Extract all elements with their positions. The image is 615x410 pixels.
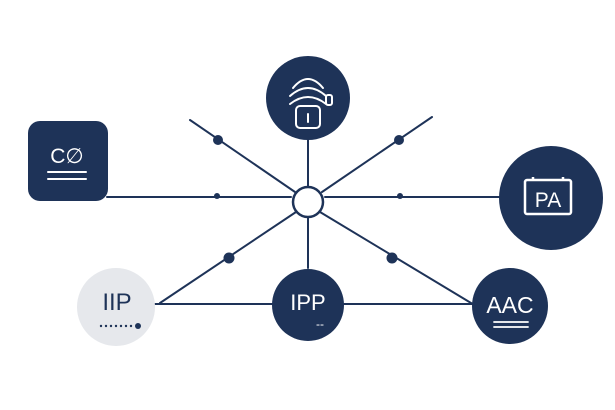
node-bottom-right[interactable]: AAC — [472, 268, 548, 344]
battery-frame-icon — [523, 177, 573, 216]
node-bottom-right-label: AAC — [486, 292, 533, 318]
line-diag-upper-left — [189, 119, 296, 193]
junction-dot — [213, 135, 223, 145]
line-diag-upper-right — [321, 116, 433, 193]
node-bottom-left-label: IIP — [102, 289, 131, 316]
junction-dots — [213, 135, 404, 264]
node-right[interactable]: PA — [499, 146, 603, 250]
node-right-label: PA — [535, 189, 561, 212]
node-bottom-center-label: IPP — [290, 290, 325, 315]
headset-bot-icon — [289, 78, 333, 129]
double-underline-icon — [493, 321, 529, 328]
hub-circle-icon[interactable] — [291, 185, 325, 219]
junction-dot — [214, 193, 220, 199]
node-right-circle — [499, 146, 603, 250]
node-left-square — [28, 121, 108, 201]
junction-dot — [397, 193, 403, 199]
node-bottom-center-sub-label: -- — [316, 317, 324, 331]
node-bottom-center-circle — [272, 269, 344, 341]
junction-dot — [386, 252, 398, 264]
node-left-label: C∅ — [50, 145, 83, 168]
node-left[interactable]: C∅ — [28, 121, 108, 201]
junction-dot — [394, 135, 404, 145]
node-top[interactable] — [266, 56, 350, 140]
node-bottom-center[interactable]: IPP -- — [272, 269, 344, 341]
dotted-line-icon — [99, 323, 141, 329]
node-bottom-right-circle — [472, 268, 548, 344]
junction-dot — [223, 252, 235, 264]
line-hub-bottom-right — [319, 211, 477, 307]
node-bottom-left[interactable]: IIP — [77, 268, 155, 346]
screen-code-icon — [47, 171, 87, 180]
